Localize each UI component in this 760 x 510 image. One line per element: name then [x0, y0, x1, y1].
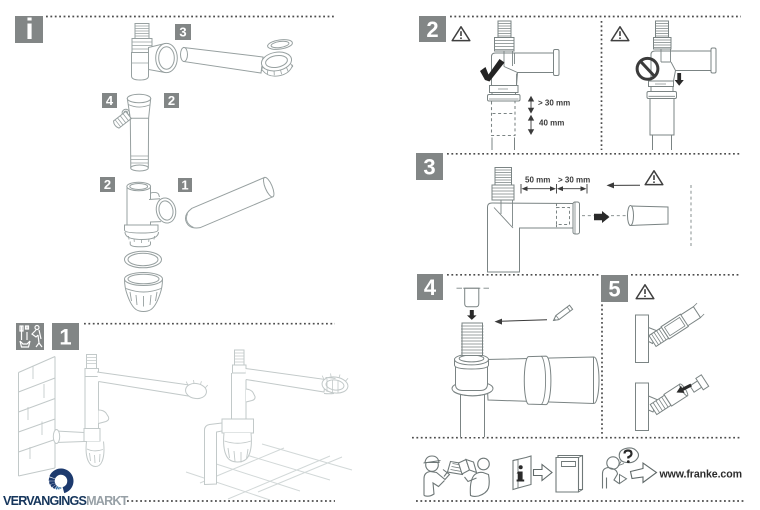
svg-text:1: 1 — [181, 178, 188, 193]
svg-text:2: 2 — [426, 17, 438, 42]
svg-text:www.franke.com: www.franke.com — [659, 469, 742, 481]
svg-text:4: 4 — [424, 275, 437, 300]
svg-text:> 30 mm: > 30 mm — [558, 176, 590, 185]
svg-text:2: 2 — [104, 177, 111, 192]
svg-text:3: 3 — [423, 155, 435, 180]
svg-text:VERVANGINGSMARKT: VERVANGINGSMARKT — [3, 494, 129, 508]
svg-text:5: 5 — [608, 277, 620, 302]
svg-text:1: 1 — [59, 325, 71, 350]
svg-text:40 mm: 40 mm — [539, 119, 564, 128]
svg-text:i: i — [25, 13, 33, 46]
svg-text:50 mm: 50 mm — [525, 176, 550, 185]
svg-text:> 30 mm: > 30 mm — [538, 99, 570, 108]
svg-text:3: 3 — [179, 25, 186, 40]
svg-text:4: 4 — [106, 93, 114, 108]
svg-text:2: 2 — [168, 93, 175, 108]
